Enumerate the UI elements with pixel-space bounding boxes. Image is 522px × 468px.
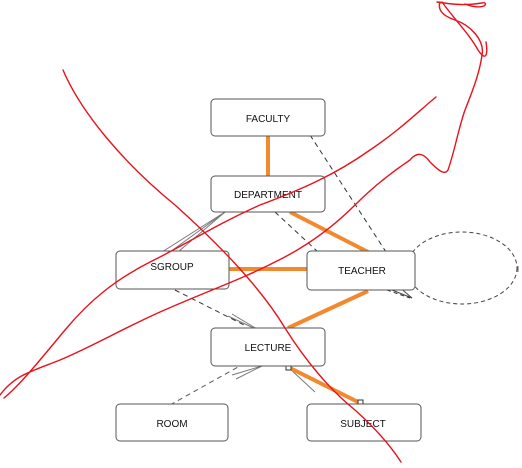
crowfoot-lecture-room: [231, 365, 263, 380]
node-label-teacher: TEACHER: [338, 266, 386, 277]
edge-sgroup-lecture: [174, 289, 247, 327]
node-faculty[interactable]: FACULTY: [210, 98, 326, 137]
edge-department-teacher: [274, 211, 319, 253]
node-department[interactable]: DEPARTMENT: [210, 175, 326, 213]
node-subject[interactable]: SUBJECT: [306, 403, 422, 442]
crowfoot-department-sgroup: [161, 211, 226, 253]
red-annotations: [0, 1, 488, 463]
red-stroke-diagonal: [62, 69, 402, 463]
edge-teacher-self-1: [386, 289, 411, 299]
node-room[interactable]: ROOM: [115, 403, 229, 442]
node-label-sgroup: SGROUP: [150, 262, 194, 273]
orange-edge-department-teacher: [289, 210, 369, 254]
node-teacher[interactable]: TEACHER: [306, 250, 416, 291]
edge-teacher-self-loop: [406, 231, 518, 305]
node-sgroup[interactable]: SGROUP: [115, 250, 230, 290]
node-label-lecture: LECTURE: [245, 343, 292, 354]
node-label-subject: SUBJECT: [340, 419, 386, 430]
red-stroke-top: [436, 1, 487, 8]
red-stroke-hook: [441, 1, 488, 57]
edge-room-lecture: [169, 366, 239, 406]
edge-faculty-teacher: [309, 134, 389, 256]
node-label-faculty: FACULTY: [246, 114, 291, 125]
orange-edge-teacher-lecture: [287, 289, 369, 330]
orange-edge-lecture-subject: [289, 366, 361, 405]
highlighted-edges: [229, 136, 369, 405]
node-label-department: DEPARTMENT: [234, 190, 302, 201]
node-label-room: ROOM: [156, 419, 187, 430]
red-stroke-long-curve: [3, 96, 437, 399]
node-lecture[interactable]: LECTURE: [210, 327, 326, 367]
